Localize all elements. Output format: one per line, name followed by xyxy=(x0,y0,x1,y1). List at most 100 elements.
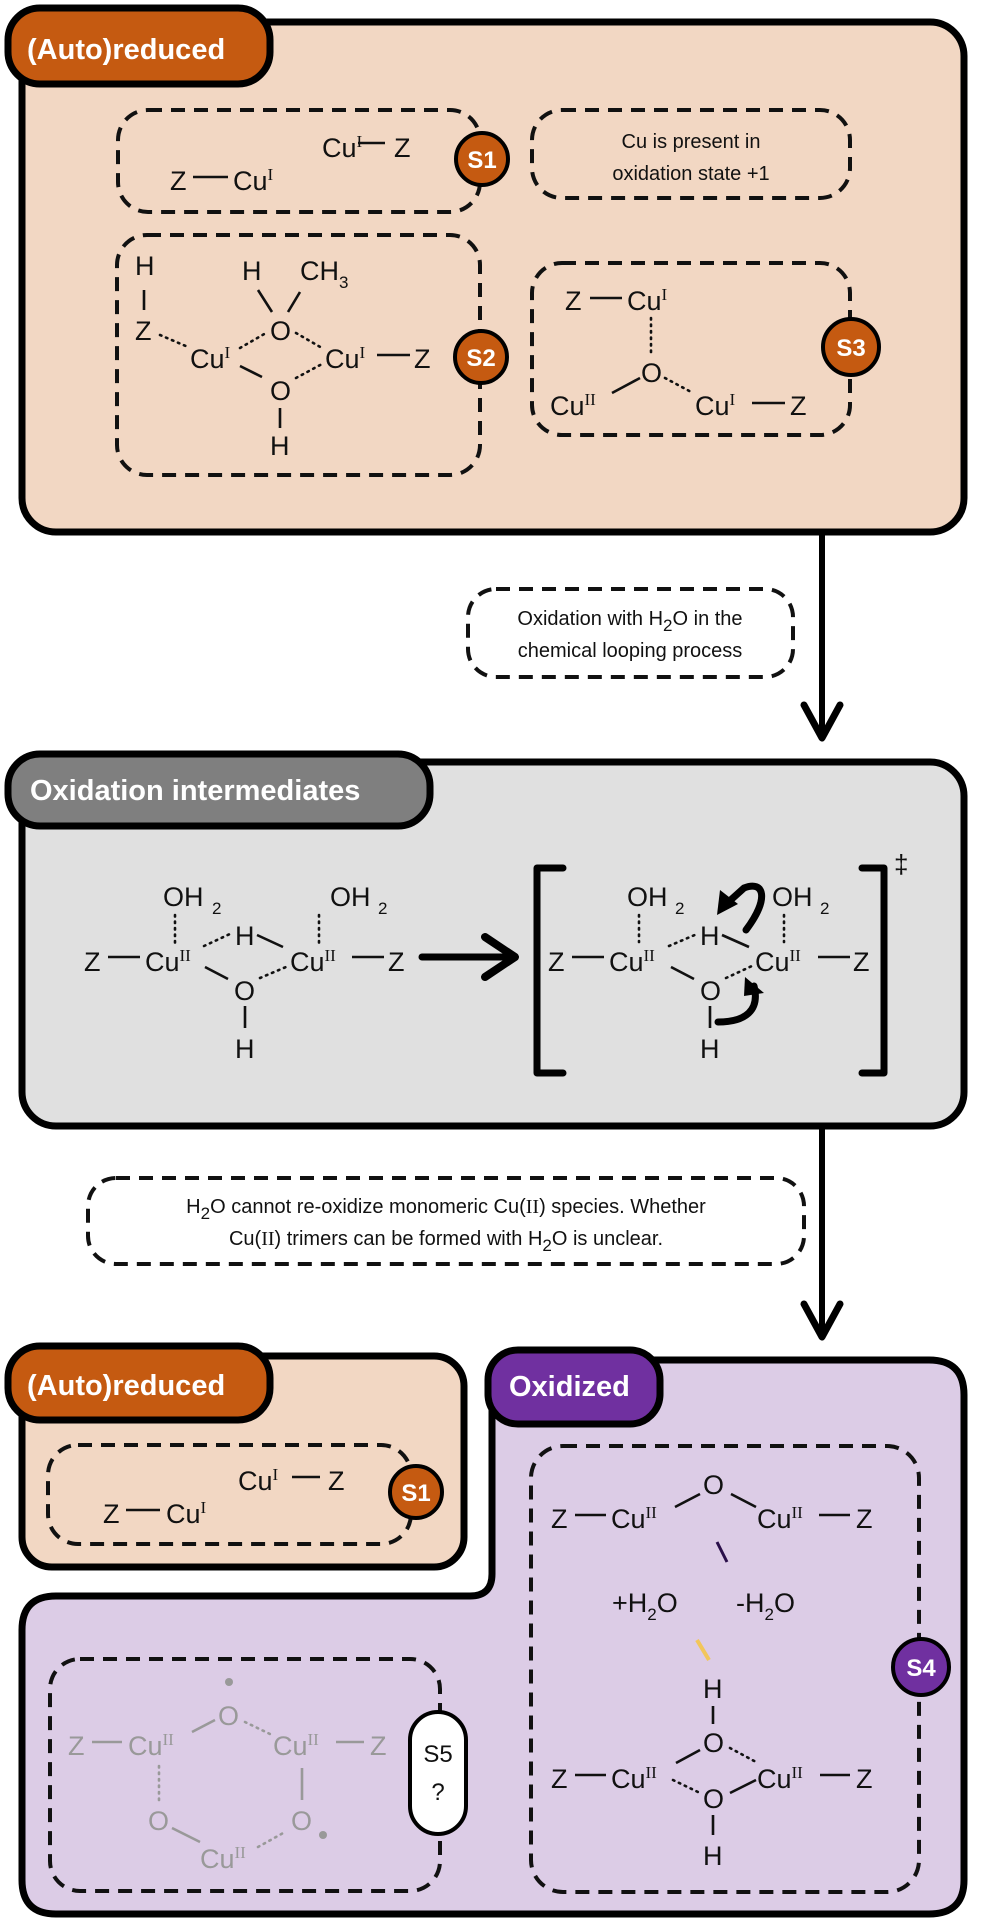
svg-text:CuI: CuI xyxy=(190,343,231,374)
svg-text:CuII: CuII xyxy=(757,1763,803,1794)
oxidized-panel: Oxidized Z CuII O CuII Z +H2O -H2O H xyxy=(18,1346,968,1918)
svg-text:O: O xyxy=(703,1470,724,1500)
s3-badge-label: S3 xyxy=(836,335,865,362)
svg-text:CuI: CuI xyxy=(238,1465,279,1496)
plus-water-label: +H2O xyxy=(612,1588,678,1624)
species-s5: Z CuII O CuII Z O O CuII S5 ? xyxy=(48,1657,468,1893)
svg-text:CuII: CuII xyxy=(290,946,336,977)
svg-text:CuII: CuII xyxy=(755,946,801,977)
svg-text:2: 2 xyxy=(675,899,684,918)
species-s1-bottom: CuI Z Z CuI S1 xyxy=(46,1443,444,1546)
svg-text:CuII: CuII xyxy=(611,1503,657,1534)
svg-text:CuI: CuI xyxy=(166,1498,207,1529)
svg-text:OH: OH xyxy=(163,882,204,912)
reaction-arrow xyxy=(418,933,519,981)
s1-badge xyxy=(454,131,510,187)
transition-note-2-line-1: H2O cannot re-oxidize monomeric Cu(II) s… xyxy=(186,1196,706,1223)
svg-text:O: O xyxy=(291,1806,312,1836)
s1-z-right: Z xyxy=(394,133,411,163)
s2-badge-label: S2 xyxy=(466,345,495,372)
svg-text:O: O xyxy=(700,976,721,1006)
svg-text:Z: Z xyxy=(328,1466,345,1496)
minus-water-label: -H2O xyxy=(736,1588,795,1624)
s1-bottom-badge-label: S1 xyxy=(401,1480,430,1507)
svg-text:OH: OH xyxy=(772,882,813,912)
svg-text:Z: Z xyxy=(414,344,431,374)
svg-text:CuII: CuII xyxy=(273,1730,319,1761)
transition-note-2: H2O cannot re-oxidize monomeric Cu(II) s… xyxy=(86,1176,806,1266)
reduced-panel-bottom: (Auto)reduced CuI Z Z CuI S1 xyxy=(4,1342,468,1571)
reduced-panel-top-title-tab xyxy=(4,4,274,88)
svg-text:Z: Z xyxy=(548,947,565,977)
oxidized-panel-title: Oxidized xyxy=(509,1371,630,1403)
s1-badge-label: S1 xyxy=(467,147,496,174)
oxidized-panel-title-tab xyxy=(484,1346,664,1428)
oxidized-panel-box xyxy=(18,1356,968,1918)
transition-arrow-2 xyxy=(800,1126,844,1341)
svg-text:CuI: CuI xyxy=(627,285,668,316)
svg-text:O: O xyxy=(234,976,255,1006)
svg-text:O: O xyxy=(270,376,291,406)
curved-arrow-upper-icon xyxy=(720,882,766,934)
species-s4: Z CuII O CuII Z +H2O -H2O H O Z CuII xyxy=(529,1444,951,1894)
svg-text:CuII: CuII xyxy=(128,1730,174,1761)
svg-text:Z: Z xyxy=(84,947,101,977)
reduced-panel-top-box xyxy=(18,18,968,536)
svg-text:H: H xyxy=(700,921,720,951)
svg-text:H: H xyxy=(235,1034,255,1064)
svg-text:Z: Z xyxy=(551,1764,568,1794)
s4-badge xyxy=(891,1637,951,1697)
reduced-panel-top-title: (Auto)reduced xyxy=(27,34,225,66)
s2-badge xyxy=(453,329,509,385)
svg-text:O: O xyxy=(270,316,291,346)
transition-note-2-box xyxy=(86,1176,806,1266)
s3-dashed-box xyxy=(530,261,852,437)
svg-text:Z: Z xyxy=(853,947,870,977)
svg-text:Z: Z xyxy=(68,1731,85,1761)
species-s1: CuI Z Z CuI S1 xyxy=(116,108,510,214)
svg-text:Z: Z xyxy=(856,1504,873,1534)
transition-note-1-line-2: chemical looping process xyxy=(518,640,743,662)
svg-text:H: H xyxy=(700,1034,720,1064)
svg-text:CuI: CuI xyxy=(695,390,736,421)
s5-badge-label: S5 xyxy=(423,1741,452,1768)
svg-text:2: 2 xyxy=(820,899,829,918)
svg-text:OH: OH xyxy=(627,882,668,912)
note-line-2: oxidation state +1 xyxy=(612,163,769,185)
s3-badge xyxy=(821,317,881,377)
svg-text:CuII: CuII xyxy=(757,1503,803,1534)
s5-badge-question: ? xyxy=(431,1779,444,1806)
species-s3: Z CuI O CuII CuI Z S3 xyxy=(530,261,881,437)
svg-text:CH3: CH3 xyxy=(300,256,348,292)
svg-text:O: O xyxy=(148,1806,169,1836)
transition-state-symbol: ‡ xyxy=(894,849,908,879)
svg-text:Z: Z xyxy=(388,947,405,977)
svg-text:Z: Z xyxy=(565,286,582,316)
species-s2: H Z CuI H CH3 O O CuI Z H S2 xyxy=(115,233,509,477)
transition-note-1-box xyxy=(466,587,795,679)
svg-text:CuII: CuII xyxy=(145,946,191,977)
reduced-panel-top: (Auto)reduced CuI Z Z CuI S1 Cu is prese… xyxy=(4,4,968,536)
svg-text:H: H xyxy=(270,431,290,461)
s5-badge xyxy=(408,1710,468,1836)
transition-note-1: Oxidation with H2O in the chemical loopi… xyxy=(466,587,795,679)
svg-text:CuII: CuII xyxy=(200,1843,246,1874)
transition-note-1-line-1: Oxidation with H2O in the xyxy=(517,608,742,635)
svg-text:H: H xyxy=(242,256,262,286)
equilibrium-arrow-icon xyxy=(695,1540,729,1662)
oxidation-state-note: Cu is present in oxidation state +1 xyxy=(530,108,852,200)
svg-text:Z: Z xyxy=(135,316,152,346)
reduced-panel-bottom-title-tab xyxy=(4,1342,274,1424)
transition-note-2-line-2: Cu(II) trimers can be formed with H2O is… xyxy=(229,1228,663,1255)
transition-arrow-1 xyxy=(800,532,844,742)
svg-text:H: H xyxy=(703,1674,723,1704)
svg-text:H: H xyxy=(135,251,155,281)
reduced-panel-bottom-title: (Auto)reduced xyxy=(27,1370,225,1402)
s1-cu-left: CuI xyxy=(233,165,274,196)
s1-cu-right: CuI xyxy=(322,132,363,163)
svg-text:H: H xyxy=(235,921,255,951)
svg-text:O: O xyxy=(703,1784,724,1814)
